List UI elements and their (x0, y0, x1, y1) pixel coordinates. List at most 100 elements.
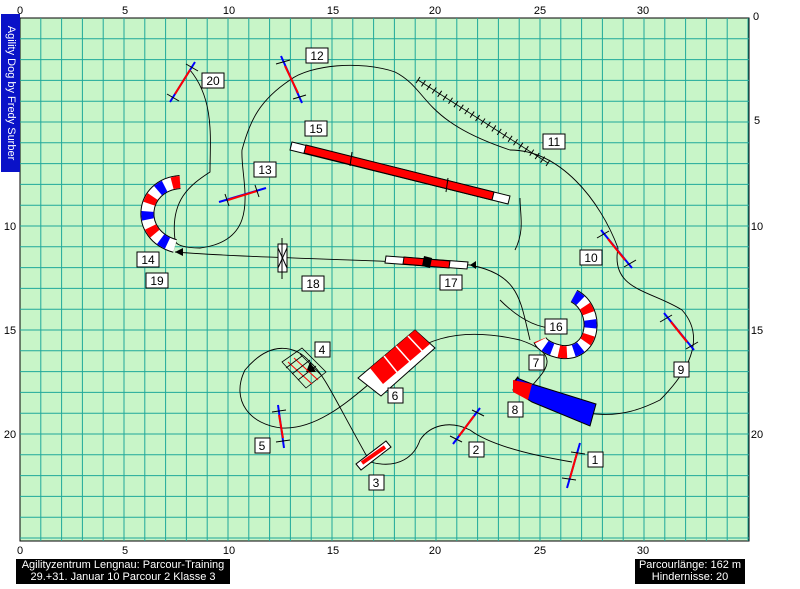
weave-pole (513, 138, 518, 146)
curved-tunnel-16[interactable] (533, 289, 598, 360)
weave-pole (523, 145, 529, 153)
x-tick-top: 0 (17, 5, 23, 17)
weave-pole (469, 111, 475, 118)
obstacle-labels: 1 2 3 4 5 6 7 8 9 10 11 12 13 14 15 16 1… (136, 47, 690, 491)
obstacle-number: 1 (592, 453, 599, 467)
obstacle-label: 13 (253, 161, 277, 178)
obstacle-number: 3 (373, 476, 380, 490)
obstacle-number: 13 (258, 163, 272, 177)
x-tick-top: 5 (122, 5, 128, 17)
weave-pole (534, 152, 540, 160)
weave-pole (453, 100, 459, 108)
weave-pole (529, 149, 535, 156)
x-tick-bottom: 25 (534, 545, 546, 557)
jump-13[interactable] (218, 184, 267, 207)
weave-pole (437, 90, 443, 98)
y-tick-right: 5 (754, 115, 760, 127)
arrow (306, 362, 316, 372)
y-tick-left: 10 (4, 221, 16, 233)
obstacle-label: 11 (542, 133, 566, 150)
x-tick-bottom: 0 (17, 545, 23, 557)
weave-pole (431, 87, 437, 94)
obstacle-label: 10 (579, 249, 603, 266)
weave-pole (475, 114, 480, 122)
field (19, 17, 750, 542)
top-axis: 0 5 10 15 20 25 30 0 (17, 5, 759, 23)
tunnel-6[interactable] (357, 329, 436, 397)
jump-2[interactable] (449, 407, 485, 445)
curved-tunnel-14[interactable] (140, 175, 182, 253)
jump-20[interactable] (166, 61, 199, 103)
right-axis: 5 10 15 20 (751, 115, 763, 441)
jump-1[interactable] (561, 442, 586, 489)
obstacle-number: 5 (259, 439, 266, 453)
weave-pole (421, 80, 426, 87)
obstacle-number: 6 (392, 389, 399, 403)
weave-pole (502, 132, 508, 139)
obstacle-number: 18 (306, 277, 320, 291)
obstacle-number: 4 (319, 343, 326, 357)
obstacle-number: 11 (548, 135, 561, 149)
seesaw-17[interactable] (384, 255, 469, 270)
arrow (470, 261, 476, 269)
tire-4[interactable] (281, 347, 327, 389)
jump-10[interactable] (596, 229, 637, 269)
obstacle-number: 10 (584, 251, 598, 265)
wall-18[interactable] (277, 238, 288, 279)
weave-pole (518, 142, 524, 149)
x-tick-top: 25 (534, 5, 546, 17)
weave-pole (415, 76, 421, 84)
obstacle-label: 17 (439, 274, 463, 291)
obstacle-label: 20 (201, 72, 225, 89)
jump-12[interactable] (275, 55, 307, 104)
obstacle-label: 16 (544, 318, 568, 335)
table-3[interactable] (355, 440, 392, 471)
weave-pole (464, 107, 470, 115)
jump-9[interactable] (659, 312, 699, 351)
obstacle-number: 2 (473, 443, 480, 457)
weave-poles-11[interactable] (415, 76, 551, 167)
obstacle-label: 19 (145, 272, 169, 289)
course-stats: Parcourlänge: 162 m Hindernisse: 20 (635, 559, 745, 584)
obstacle-label: 14 (136, 251, 160, 268)
weave-pole (540, 156, 545, 163)
chute-8[interactable] (512, 377, 597, 427)
obstacle-label: 18 (301, 275, 325, 292)
y-tick-left: 20 (4, 429, 16, 441)
weave-pole (507, 135, 513, 143)
obstacle-count: Hindernisse: 20 (651, 571, 729, 583)
x-tick-bottom: 15 (327, 545, 339, 557)
obstacle-label: 12 (305, 47, 329, 64)
obstacle-number: 19 (150, 274, 164, 288)
y-tick-right: 20 (751, 429, 763, 441)
obstacle-number: 7 (533, 356, 540, 370)
app-banner-text: Agility Dog by Fredy Surber (4, 25, 17, 161)
y-tick-right: 10 (751, 221, 763, 233)
y-tick-top: 0 (753, 11, 759, 23)
obstacle-number: 12 (310, 49, 324, 63)
obstacle-number: 17 (444, 276, 458, 290)
grid (20, 18, 749, 541)
course-info-line1: Agilityzentrum Lengnau: Parcour-Training (21, 559, 225, 571)
x-tick-top: 10 (223, 5, 235, 17)
y-tick-right: 15 (751, 325, 763, 337)
jump-5[interactable] (271, 404, 291, 449)
obstacle-label: 8 (507, 401, 524, 418)
weave-pole (442, 94, 448, 101)
dog-walk-15[interactable] (289, 141, 511, 205)
course-info-line2: 29.+31. Januar 10 Parcour 2 Klasse 3 (30, 571, 216, 583)
x-tick-top: 30 (637, 5, 649, 17)
y-tick-left: 15 (4, 325, 16, 337)
bottom-axis: 0 5 10 15 20 25 30 (17, 545, 649, 557)
course-length: Parcourlänge: 162 m (638, 559, 742, 571)
obstacle-number: 14 (141, 253, 155, 267)
weave-pole (486, 121, 491, 129)
weave-pole (458, 104, 464, 111)
weave-pole (496, 128, 502, 136)
weave-pole (545, 159, 551, 167)
obstacle-label: 3 (368, 474, 385, 491)
obstacle-number: 16 (549, 320, 563, 334)
obstacle-label: 1 (587, 451, 604, 468)
weave-pole (448, 97, 453, 105)
